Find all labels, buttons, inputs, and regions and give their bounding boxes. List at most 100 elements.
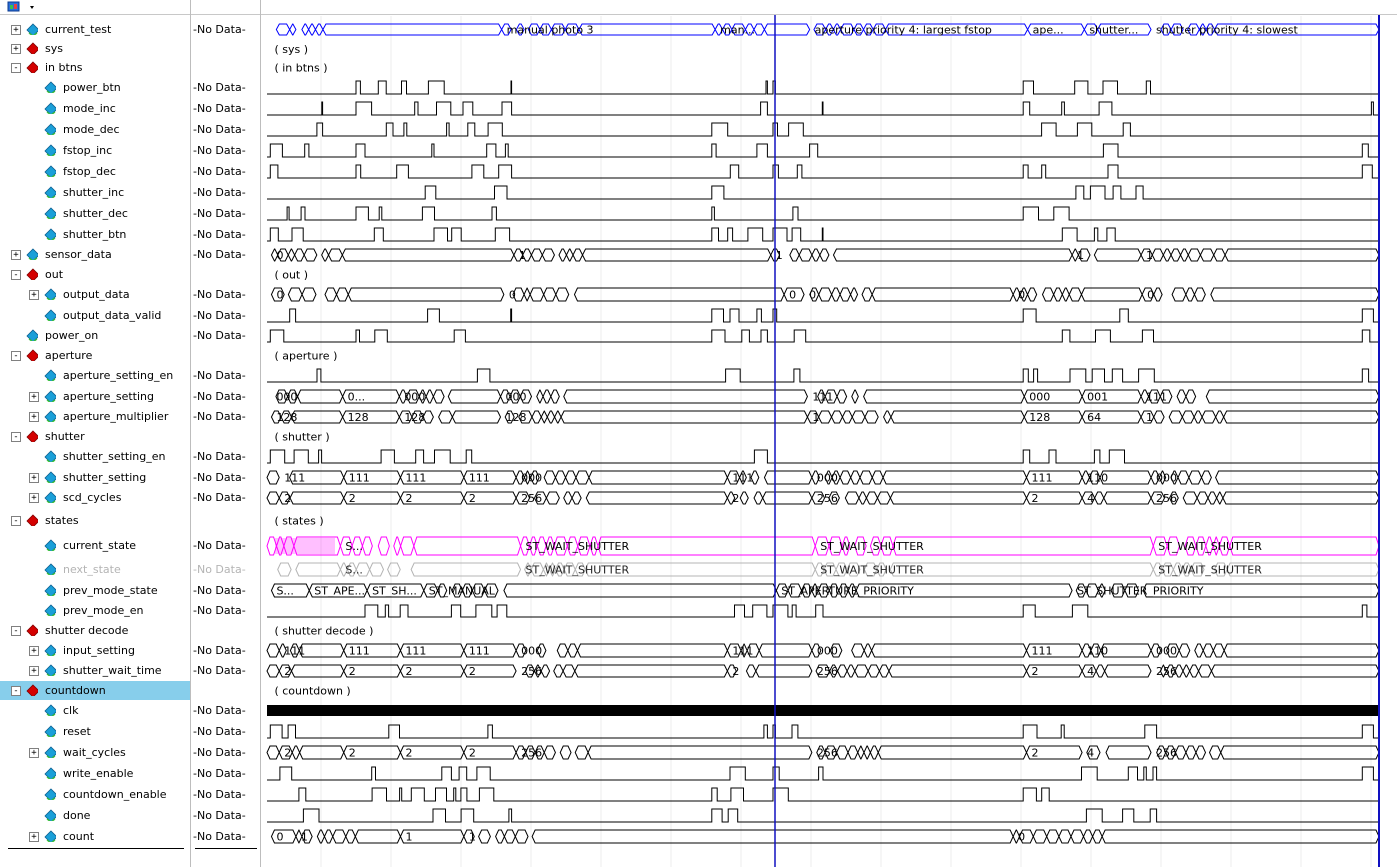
bus-value-label: manual photo 3 bbox=[507, 24, 594, 37]
signal-row-shutter-dec[interactable]: shutter_dec bbox=[0, 203, 190, 224]
bus-value-label: 2 bbox=[284, 665, 291, 678]
signal-row-count[interactable]: +count bbox=[0, 826, 190, 847]
signal-row-countdown-enable[interactable]: countdown_enable bbox=[0, 784, 190, 805]
collapse-icon[interactable]: - bbox=[11, 432, 21, 442]
expand-icon[interactable]: + bbox=[29, 392, 39, 402]
signal-value: -No Data- bbox=[193, 228, 246, 241]
signal-row-shutter-setting-en[interactable]: shutter_setting_en bbox=[0, 446, 190, 467]
bus-value-label: 1 bbox=[1146, 249, 1153, 262]
signal-row-fstop-dec[interactable]: fstop_dec bbox=[0, 161, 190, 182]
signal-value: -No Data- bbox=[193, 604, 246, 617]
collapse-icon[interactable]: - bbox=[11, 270, 21, 280]
signal-row-aperture-setting-en[interactable]: aperture_setting_en bbox=[0, 365, 190, 386]
signal-row-clk[interactable]: clk bbox=[0, 700, 190, 721]
signal-row-shutter-btn[interactable]: shutter_btn bbox=[0, 224, 190, 245]
expand-icon[interactable]: + bbox=[29, 473, 39, 483]
signal-row-reset[interactable]: reset bbox=[0, 721, 190, 742]
signal-row-current-state[interactable]: current_state bbox=[0, 533, 190, 559]
signal-diamond-icon bbox=[44, 788, 56, 800]
expand-icon[interactable]: + bbox=[29, 646, 39, 656]
bus-value-label: 111 bbox=[812, 391, 833, 404]
signal-row-aperture-setting[interactable]: +aperture_setting bbox=[0, 386, 190, 407]
signal-diamond-icon bbox=[44, 664, 56, 676]
signal-row-shutter-inc[interactable]: shutter_inc bbox=[0, 182, 190, 203]
bus-value-label: 111 bbox=[405, 472, 426, 485]
signal-values-pane: -No Data--No Data--No Data--No Data--No … bbox=[190, 0, 261, 867]
signal-row-current-test[interactable]: +current_test bbox=[0, 20, 190, 39]
expand-icon[interactable]: + bbox=[11, 25, 21, 35]
signal-row-fstop-inc[interactable]: fstop_inc bbox=[0, 140, 190, 161]
signal-value: -No Data- bbox=[193, 144, 246, 157]
group-label: ( out ) bbox=[274, 269, 308, 282]
expand-icon[interactable]: + bbox=[29, 748, 39, 758]
wave-power-btn bbox=[267, 80, 1379, 95]
bus-value-label: 2 bbox=[1031, 665, 1038, 678]
bus-value-label: 4 bbox=[1087, 492, 1094, 505]
signal-row-done[interactable]: done bbox=[0, 805, 190, 826]
group-diamond-icon bbox=[26, 684, 38, 696]
group-diamond-icon bbox=[26, 268, 38, 280]
signal-row-write-enable[interactable]: write_enable bbox=[0, 763, 190, 784]
signal-row-scd-cycles[interactable]: +scd_cycles bbox=[0, 488, 190, 508]
signal-row-aperture[interactable]: -aperture bbox=[0, 346, 190, 365]
expand-icon[interactable]: + bbox=[29, 290, 39, 300]
values-toolbar bbox=[191, 0, 260, 15]
expand-icon[interactable]: + bbox=[29, 412, 39, 422]
signal-row-output-data[interactable]: +output_data bbox=[0, 284, 190, 305]
collapse-icon[interactable]: - bbox=[11, 351, 21, 361]
expand-icon[interactable]: + bbox=[11, 250, 21, 260]
wave-write-enable bbox=[267, 766, 1379, 781]
signal-row-shutter-wait-time[interactable]: +shutter_wait_time bbox=[0, 661, 190, 681]
bus-value-label: 256 bbox=[817, 492, 838, 505]
signal-row-shutter[interactable]: -shutter bbox=[0, 427, 190, 446]
signal-row-countdown[interactable]: -countdown bbox=[0, 681, 190, 700]
signal-diamond-icon bbox=[44, 704, 56, 716]
collapse-icon[interactable]: - bbox=[11, 686, 21, 696]
expand-icon[interactable]: + bbox=[29, 493, 39, 503]
collapse-icon[interactable]: - bbox=[11, 516, 21, 526]
expand-icon[interactable]: + bbox=[29, 666, 39, 676]
signal-row-mode-dec[interactable]: mode_dec bbox=[0, 119, 190, 140]
bus-value-label: ST_SHUTTER_PRIORITY bbox=[1077, 585, 1204, 598]
signal-diamond-icon bbox=[44, 450, 56, 462]
signal-row-sensor-data[interactable]: +sensor_data bbox=[0, 245, 190, 265]
expand-icon[interactable]: + bbox=[29, 832, 39, 842]
signal-row-shutter-setting[interactable]: +shutter_setting bbox=[0, 467, 190, 488]
signal-row-input-setting[interactable]: + input_setting bbox=[0, 640, 190, 661]
bus-value-label: ST_WAIT_SHUTTER bbox=[820, 540, 924, 553]
signal-diamond-icon bbox=[44, 186, 56, 198]
expand-icon[interactable]: + bbox=[11, 44, 21, 54]
collapse-icon[interactable]: - bbox=[11, 626, 21, 636]
signal-name-label: input_setting bbox=[63, 644, 135, 657]
group-diamond-icon bbox=[26, 624, 38, 636]
signal-row-next-state[interactable]: next_state bbox=[0, 559, 190, 580]
signal-row-aperture-multiplier[interactable]: +aperture_multiplier bbox=[0, 407, 190, 427]
signal-value: -No Data- bbox=[193, 471, 246, 484]
signal-row-mode-inc[interactable]: mode_inc bbox=[0, 98, 190, 119]
signal-row-out[interactable]: -out bbox=[0, 265, 190, 284]
signal-diamond-icon bbox=[44, 288, 56, 300]
signal-row-states[interactable]: -states bbox=[0, 508, 190, 533]
signal-row-power-btn[interactable]: power_btn bbox=[0, 77, 190, 98]
collapse-icon[interactable]: - bbox=[11, 63, 21, 73]
wave-clk bbox=[267, 705, 1379, 716]
waveform-menu-icon[interactable] bbox=[6, 0, 46, 14]
signal-row-sys[interactable]: +sys bbox=[0, 40, 190, 58]
signal-row-prev-mode-en[interactable]: prev_mode_en bbox=[0, 601, 190, 621]
signal-row-in-btns[interactable]: -in btns bbox=[0, 58, 190, 77]
signal-row-output-data-valid[interactable]: output_data_valid bbox=[0, 305, 190, 326]
signal-row-power-on[interactable]: power_on bbox=[0, 326, 190, 346]
bus-value-label: 0 bbox=[1018, 289, 1025, 302]
signal-diamond-icon bbox=[44, 102, 56, 114]
bus-value-label: 1 bbox=[519, 249, 526, 262]
bus-value-label: ST_WAIT_SHUTTER bbox=[1158, 564, 1262, 577]
signal-row-shutter-decode[interactable]: -shutter decode bbox=[0, 621, 190, 640]
group-diamond-icon bbox=[26, 42, 38, 54]
bus-value-label: 0 bbox=[509, 289, 516, 302]
wave-countdown-enable bbox=[267, 787, 1379, 802]
signal-row-prev-mode-state[interactable]: prev_mode_state bbox=[0, 580, 190, 601]
signal-row-wait-cycles[interactable]: +wait_cycles bbox=[0, 742, 190, 763]
